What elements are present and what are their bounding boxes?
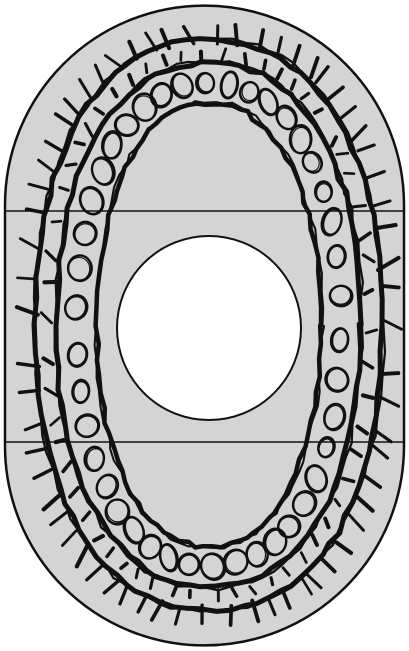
middle-tick-mark bbox=[337, 153, 348, 154]
middle-tick-mark bbox=[354, 206, 365, 207]
middle-tick-mark bbox=[344, 173, 354, 174]
middle-tick-mark bbox=[52, 221, 61, 222]
middle-tick-mark bbox=[271, 578, 273, 585]
middle-tick-mark bbox=[264, 60, 266, 68]
middle-tick-mark bbox=[136, 569, 138, 578]
middle-tick-mark bbox=[146, 64, 147, 73]
middle-tick-mark bbox=[363, 395, 373, 398]
middle-tick-mark bbox=[150, 578, 152, 588]
central-hole bbox=[117, 236, 301, 420]
outer-tick-mark bbox=[381, 286, 399, 288]
middle-tick-mark bbox=[66, 164, 76, 165]
middle-tick-mark bbox=[245, 54, 246, 65]
middle-tick-mark bbox=[75, 142, 84, 144]
